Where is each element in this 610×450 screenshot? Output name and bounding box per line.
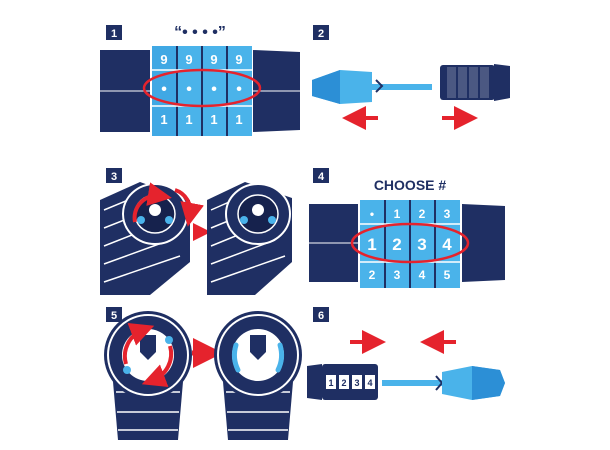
dial-bottom-digit: 5 <box>444 268 451 282</box>
dial-top-digit: 9 <box>185 52 192 67</box>
step-number-6: 6 <box>318 310 324 322</box>
dial-top-digit: 1 <box>394 207 401 221</box>
step-4: 4 CHOOSE # • 1 2 3 1 2 3 4 2 3 4 5 <box>309 168 505 288</box>
knob-right <box>207 182 292 295</box>
dial-group-4: • 1 2 3 1 2 3 4 2 3 4 5 <box>360 200 460 288</box>
step-1: 1 “• • • •” 9 9 9 9 • • • • 1 1 1 1 <box>100 24 300 136</box>
dial-bottom-digit: 1 <box>185 112 192 127</box>
step-5: 5 <box>104 307 302 440</box>
dial-top-digit: 9 <box>160 52 167 67</box>
step-number-5: 5 <box>111 310 117 322</box>
dial-mid-digit: 3 <box>417 235 426 254</box>
small-dial-digit: 4 <box>367 378 372 388</box>
step-3: 3 <box>100 168 292 295</box>
dial-top-digit: 2 <box>419 207 426 221</box>
lock-pin <box>312 70 432 104</box>
dial-top-digit: 9 <box>235 52 242 67</box>
step-badge-3 <box>106 168 122 183</box>
step-badge-5 <box>106 307 122 322</box>
dial-mid-digit: • <box>211 81 217 98</box>
step-badge-1 <box>106 25 122 40</box>
dial-mid-digit: • <box>186 81 192 98</box>
knob-left <box>100 182 204 295</box>
step-number-2: 2 <box>318 28 324 40</box>
step-badge-2 <box>313 25 329 40</box>
step-number-1: 1 <box>111 28 117 40</box>
dial-bottom-digit: 4 <box>419 268 426 282</box>
rotate-arrow-icon <box>174 188 204 227</box>
small-dial-digit: 1 <box>328 378 333 388</box>
knob-face-right <box>214 311 302 440</box>
dial-mid-digit: 2 <box>392 235 401 254</box>
highlight-ellipse <box>350 222 470 264</box>
dial-bottom-digit: 3 <box>394 268 401 282</box>
step-badge-4 <box>313 168 329 183</box>
dial-bottom-digit: 1 <box>235 112 242 127</box>
dial-bottom-digit: 2 <box>369 268 376 282</box>
step-2: 2 <box>312 25 510 130</box>
step-number-3: 3 <box>111 171 117 183</box>
step-1-caption: “• • • •” <box>174 24 226 41</box>
rotate-arrow-icon <box>122 323 155 365</box>
dial-bottom-digit: 1 <box>210 112 217 127</box>
dial-mid-digit: • <box>161 81 167 98</box>
dial-group-1: 9 9 9 9 • • • • 1 1 1 1 <box>152 46 252 136</box>
highlight-ellipse <box>142 68 262 108</box>
step-number-4: 4 <box>318 171 325 183</box>
step-6: 6 1 2 3 4 <box>307 307 505 400</box>
step-badge-6 <box>313 307 329 322</box>
rotate-arrow-icon <box>132 182 172 223</box>
small-lock <box>440 64 510 101</box>
dial-mid-digit: • <box>236 81 242 98</box>
dial-mid-digit: 4 <box>442 235 452 254</box>
dial-bottom-digit: 1 <box>160 112 167 127</box>
step-4-caption: CHOOSE # <box>374 177 447 193</box>
small-dial-digit: 2 <box>341 378 346 388</box>
dial-top-digit: • <box>370 207 374 221</box>
lock-pin <box>382 366 505 400</box>
lock-body-right <box>462 204 505 282</box>
small-dial-digit: 3 <box>354 378 359 388</box>
dial-top-digit: 9 <box>210 52 217 67</box>
dial-top-digit: 3 <box>444 207 451 221</box>
small-lock: 1 2 3 4 <box>307 364 378 400</box>
rotate-arrow-icon <box>141 345 174 387</box>
dial-mid-digit: 1 <box>367 235 376 254</box>
knob-face-left <box>104 311 192 440</box>
